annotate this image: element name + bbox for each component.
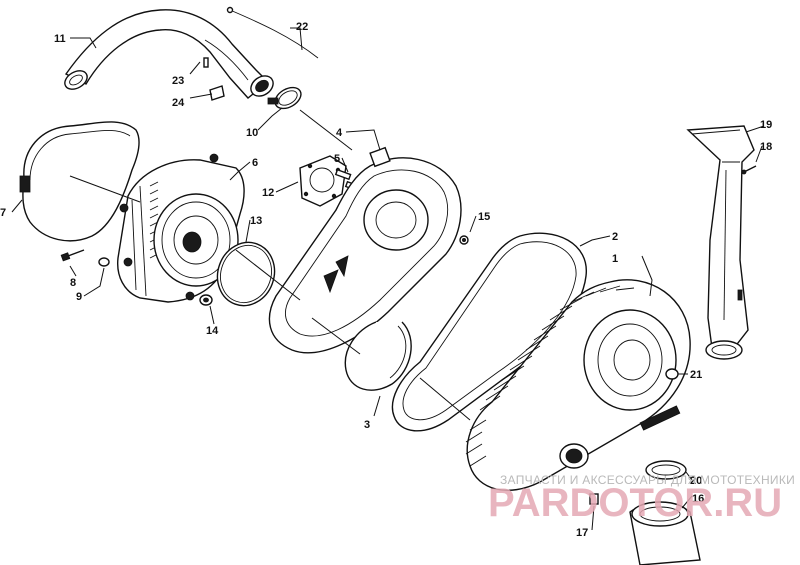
callout-12: 12 [262,187,274,199]
callout-17: 17 [576,527,588,539]
callout-24: 24 [172,97,185,109]
callout-14: 14 [206,325,219,337]
callout-6: 6 [252,157,258,169]
part-21-grommet [665,368,679,380]
part-22-cable-tie [226,6,319,59]
part-20-clamp [645,460,687,480]
callout-23: 23 [172,75,184,87]
callout-3: 3 [364,419,370,431]
callout-4: 4 [336,127,343,139]
watermark-tagline: ЗАПЧАСТИ И АКСЕССУАРЫ ДЛЯ МОТОТЕХНИКИ [500,473,795,487]
part-14-bushing [199,294,213,306]
leader-lines [11,27,765,531]
part-8-bolt [60,249,85,262]
part-12-gasket-plate [299,155,347,207]
part-16-outlet-duct [629,501,701,565]
part-9-washer [98,257,110,267]
callout-labels: 1 2 3 4 5 6 7 8 9 10 11 12 13 14 15 16 1… [0,21,772,539]
part-17-clamp [589,493,599,505]
part-10-hose-clamp [267,86,302,110]
part-2-drive-belt [391,232,587,432]
callout-8: 8 [70,277,76,289]
part-4-backplate [268,146,462,354]
part-3-snap-ring [344,321,412,391]
part-11-intake-duct [64,9,274,99]
callout-22: 22 [296,21,308,33]
callout-11: 11 [54,33,66,45]
watermark: ЗАПЧАСТИ И АКСЕССУАРЫ ДЛЯ МОТОТЕХНИКИ PA… [488,473,795,525]
part-24-clip [209,85,225,101]
part-7-gasket [19,121,140,242]
callout-21: 21 [690,369,702,381]
callout-20: 20 [690,475,702,487]
callout-18: 18 [760,141,772,153]
part-6-inner-housing [117,153,245,303]
part-1-outer-cover [465,279,691,491]
part-15-fastener [459,235,469,245]
callout-7: 7 [0,207,6,219]
callout-5: 5 [334,153,340,165]
callout-2: 2 [612,231,618,243]
callout-1: 1 [612,253,618,265]
callout-15: 15 [478,211,490,223]
part-23-screw [203,57,209,68]
callout-19: 19 [760,119,772,131]
part-19-intake-tube [686,125,755,360]
callout-10: 10 [246,127,258,139]
callout-13: 13 [250,215,262,227]
callout-16: 16 [692,493,704,505]
callout-9: 9 [76,291,82,303]
watermark-brand: PARDOTOR.RU [488,481,782,525]
part-13-o-ring [216,241,276,307]
part-18-screw [741,165,757,175]
